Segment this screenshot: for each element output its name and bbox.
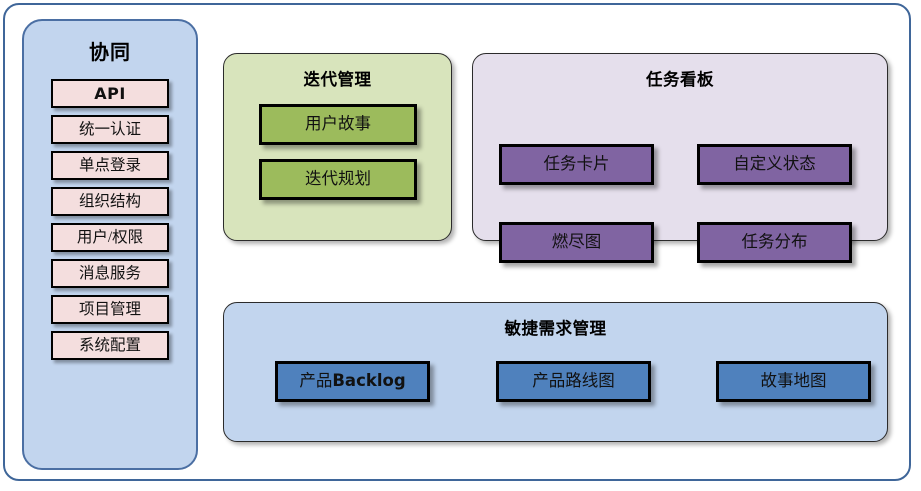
panel-task-board: 任务看板 任务卡片 自定义状态 燃尽图 任务分布 [472,53,888,263]
node-product-roadmap[interactable]: 产品路线图 [496,361,651,402]
node-product-backlog-cjk: 产品 [299,371,333,391]
panel-agile-title: 敏捷需求管理 [504,319,607,338]
sidebar-item-unified-auth[interactable]: 统一认证 [51,115,169,144]
sidebar-panel-collaboration: 协同 API 统一认证 单点登录 组织结构 用户/权限 消息服务 项目管理 系统… [22,19,198,470]
node-iteration-planning[interactable]: 迭代规划 [259,159,417,200]
node-story-map[interactable]: 故事地图 [716,361,871,402]
sidebar-item-message-service[interactable]: 消息服务 [51,259,169,288]
panel-iteration-title: 迭代管理 [303,70,372,89]
sidebar-item-list: API 统一认证 单点登录 组织结构 用户/权限 消息服务 项目管理 系统配置 [24,79,196,367]
node-task-card[interactable]: 任务卡片 [499,144,654,185]
sidebar-item-single-sign-on[interactable]: 单点登录 [51,151,169,180]
node-user-story[interactable]: 用户故事 [259,104,417,145]
sidebar-item-org-structure[interactable]: 组织结构 [51,187,169,216]
diagram-outer-frame: 协同 API 统一认证 单点登录 组织结构 用户/权限 消息服务 项目管理 系统… [3,3,911,481]
node-custom-status[interactable]: 自定义状态 [697,144,852,185]
sidebar-item-system-config[interactable]: 系统配置 [51,331,169,360]
sidebar-title: 协同 [89,40,131,64]
node-product-backlog-latin: Backlog [332,371,406,391]
sidebar-item-user-permission[interactable]: 用户/权限 [51,223,169,252]
panel-iteration-management: 迭代管理 用户故事 迭代规划 [223,53,452,241]
sidebar-item-api[interactable]: API [51,79,169,108]
sidebar-item-project-management[interactable]: 项目管理 [51,295,169,324]
node-burndown-chart[interactable]: 燃尽图 [499,222,654,263]
node-task-distribution[interactable]: 任务分布 [697,222,852,263]
panel-task-board-title: 任务看板 [646,70,714,89]
